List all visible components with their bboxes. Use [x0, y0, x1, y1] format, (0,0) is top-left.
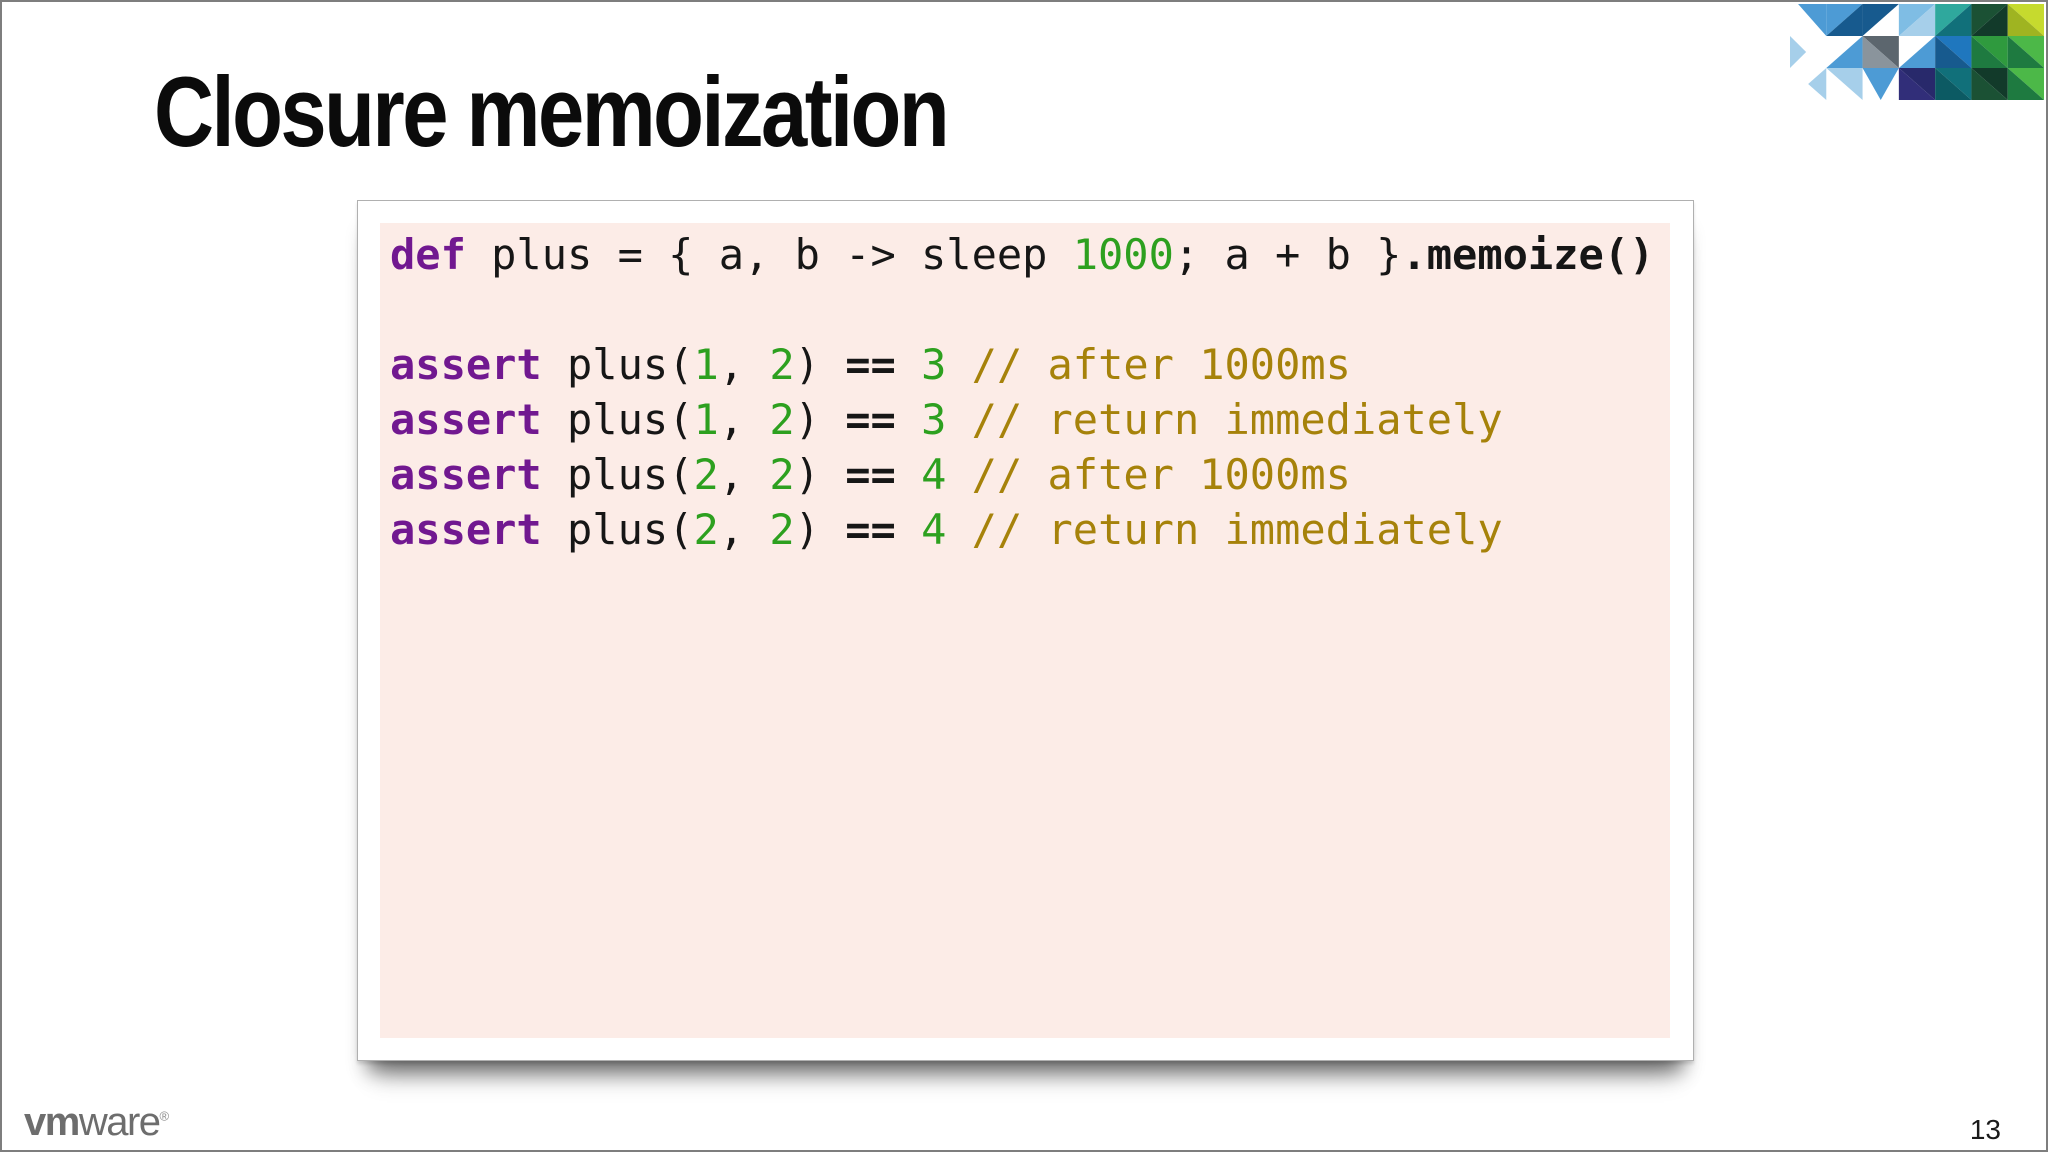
- code-line: assert plus(1, 2) == 3 // return immedia…: [390, 395, 1503, 444]
- slide-title: Closure memoization: [154, 56, 950, 167]
- code-line: assert plus(2, 2) == 4 // after 1000ms: [390, 450, 1351, 499]
- page-number: 13: [1969, 1114, 2001, 1145]
- code-card: def plus = { a, b -> sleep 1000; a + b }…: [357, 200, 1694, 1061]
- vmware-wordmark: vmware®: [24, 1100, 169, 1145]
- code-block: def plus = { a, b -> sleep 1000; a + b }…: [380, 223, 1670, 1038]
- vmware-wordmark-rest: ware: [78, 1100, 161, 1144]
- code-line: assert plus(1, 2) == 3 // after 1000ms: [390, 340, 1351, 389]
- vmware-triangle-mosaic-logo-icon: [1790, 4, 2044, 100]
- vmware-wordmark-bold: vm: [24, 1100, 80, 1144]
- code-line: def plus = { a, b -> sleep 1000; a + b }…: [390, 230, 1655, 279]
- registered-trademark-mark: ®: [159, 1108, 170, 1124]
- code-line: [390, 282, 1670, 337]
- code-line: assert plus(2, 2) == 4 // return immedia…: [390, 505, 1503, 554]
